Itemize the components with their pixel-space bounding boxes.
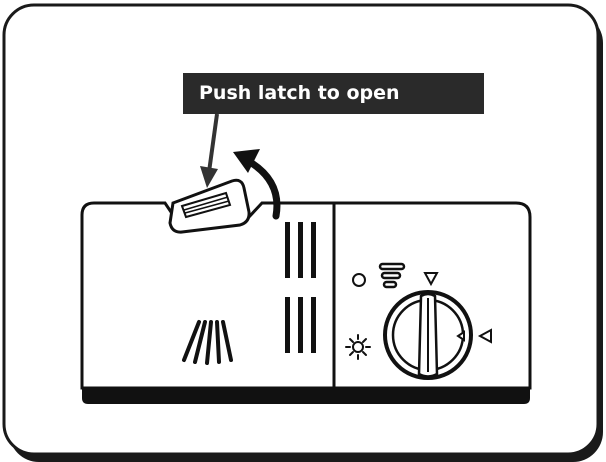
detergent-spray-icon [182, 320, 233, 365]
dial-marker-triangle-icon [423, 272, 492, 344]
rinse-aid-indicator-circle-icon [352, 273, 366, 287]
callout-label: Push latch to open [183, 73, 484, 114]
sun-icon [345, 334, 371, 360]
rinse-aid-level-icon [378, 262, 406, 289]
dial-icon [383, 290, 473, 380]
vent-slots-icon [285, 222, 316, 353]
latch-icon [168, 178, 251, 234]
dispenser-body [80, 201, 532, 404]
down-arrow-icon [200, 113, 219, 188]
curved-open-arrow-icon [233, 149, 281, 220]
